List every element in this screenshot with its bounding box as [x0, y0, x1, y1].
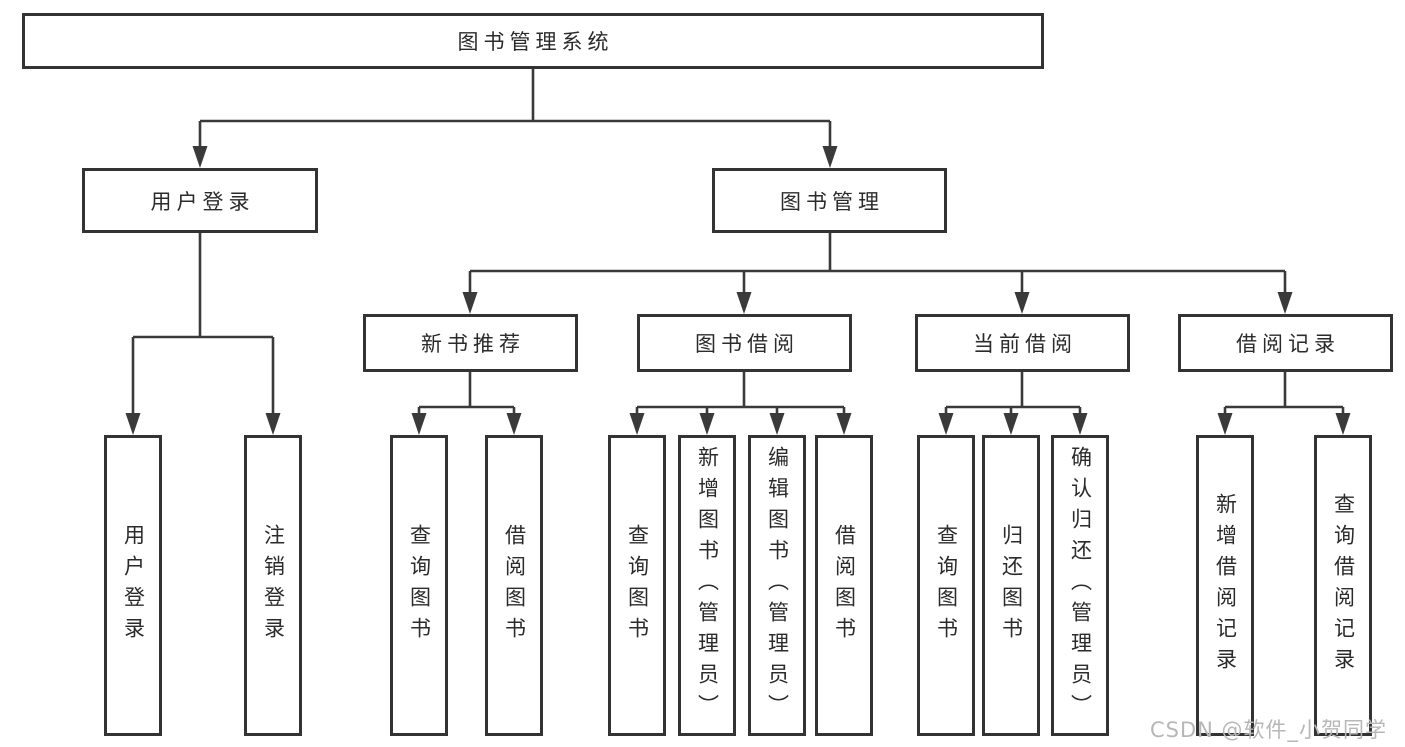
leaf-query-books-current-label: 查询图书 [934, 523, 959, 648]
leaf-user-login-label: 用户登录 [121, 523, 146, 648]
leaf-borrow-books-borrowing: 借阅图书 [815, 435, 873, 736]
leaf-borrow-books-borrowing-label: 借阅图书 [832, 523, 857, 648]
node-user-login-label: 用户登录 [150, 189, 255, 214]
leaf-add-borrow-record: 新增借阅记录 [1196, 435, 1254, 736]
leaf-return-book-label: 归还图书 [999, 523, 1024, 648]
node-book-borrowing: 图书借阅 [637, 314, 852, 372]
node-current-borrowing: 当前借阅 [915, 314, 1130, 372]
leaf-query-books-borrowing: 查询图书 [608, 435, 666, 736]
leaf-add-book-admin: 新增图书（管理员） [678, 435, 736, 736]
node-new-book-recommend: 新书推荐 [363, 314, 578, 372]
leaf-query-books-recommend: 查询图书 [390, 435, 448, 736]
leaf-edit-book-admin-label: 编辑图书（管理员） [765, 446, 790, 725]
node-new-book-recommend-label: 新书推荐 [421, 332, 525, 356]
leaf-confirm-return-admin-label: 确认归还（管理员） [1068, 446, 1093, 725]
node-root-label: 图书管理系统 [457, 30, 614, 54]
leaf-user-login: 用户登录 [104, 435, 162, 736]
leaf-borrow-books-recommend-label: 借阅图书 [502, 523, 527, 648]
node-book-borrowing-label: 图书借阅 [695, 332, 799, 356]
leaf-edit-book-admin: 编辑图书（管理员） [748, 435, 806, 736]
node-borrowing-records: 借阅记录 [1178, 314, 1393, 372]
leaf-query-borrow-record: 查询借阅记录 [1314, 435, 1372, 736]
node-current-borrowing-label: 当前借阅 [973, 332, 1077, 356]
leaf-add-borrow-record-label: 新增借阅记录 [1213, 492, 1238, 679]
leaf-query-borrow-record-label: 查询借阅记录 [1331, 492, 1356, 679]
leaf-borrow-books-recommend: 借阅图书 [485, 435, 543, 736]
leaf-return-book: 归还图书 [982, 435, 1040, 736]
node-root-system: 图书管理系统 [22, 13, 1044, 69]
leaf-logout: 注销登录 [244, 435, 302, 736]
node-borrowing-records-label: 借阅记录 [1236, 332, 1340, 356]
leaf-query-books-current: 查询图书 [917, 435, 975, 736]
node-book-management: 图书管理 [712, 168, 947, 233]
leaf-add-book-admin-label: 新增图书（管理员） [695, 446, 720, 725]
leaf-confirm-return-admin: 确认归还（管理员） [1051, 435, 1109, 736]
node-book-management-label: 图书管理 [780, 189, 884, 214]
node-user-login: 用户登录 [82, 168, 318, 233]
leaf-logout-label: 注销登录 [261, 523, 286, 648]
leaf-query-books-recommend-label: 查询图书 [407, 523, 432, 648]
csdn-watermark: CSDN @软件_小贺同学 [1150, 718, 1388, 742]
leaf-query-books-borrowing-label: 查询图书 [625, 523, 650, 648]
